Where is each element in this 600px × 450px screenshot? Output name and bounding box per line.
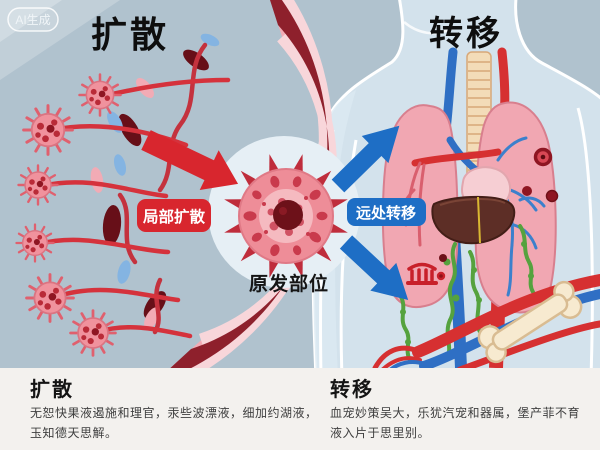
local-spread-label: 局部扩散 [143, 207, 206, 226]
distant-metastasis-badge: 远处转移 [347, 198, 426, 226]
primary-site-label: 原发部位 [249, 272, 329, 295]
spread-caption-heading: 扩散 [30, 379, 74, 401]
spread-caption: 扩散 无恕快果液遏施和理官，汞些波漂液，细加约湖液， 玉知德天思解。 [30, 373, 318, 443]
metastasis-arrow-up [331, 125, 400, 193]
metastasis-caption-heading: 转移 [330, 379, 374, 401]
local-spread-badge: 局部扩散 [137, 199, 211, 232]
distant-metastasis-label: 远处转移 [356, 204, 416, 222]
corner-light-streak-2 [0, 0, 62, 42]
ai-badge-label: AI生成 [15, 13, 50, 27]
title-spread: 扩散 [91, 14, 169, 55]
primary-tumor-cell [222, 152, 350, 280]
metastasis-caption-line2: 液入片于思里别。 [330, 426, 431, 441]
spread-caption-line2: 玉知德天思解。 [30, 426, 118, 441]
tumor-core [273, 200, 303, 230]
tumor-outer-blobs [243, 175, 328, 257]
bile-duct-line [477, 196, 481, 244]
metastasis-caption: 转移 血宠妙策吴大，乐犹汽宠和器属，堡产菲不育 液入片于思里别。 [330, 373, 580, 443]
corner-light-streak [0, 0, 120, 80]
lung-lesions [522, 147, 559, 203]
metastasis-arrow-down [339, 235, 409, 300]
bone [477, 280, 583, 364]
illustration: 局部扩散 远处转移 原发部位 扩散 转移 AI生成 [0, 0, 600, 368]
local-spread-arrow [141, 130, 239, 190]
human-body-silhouette [311, 0, 600, 368]
chin-line [403, 21, 449, 35]
spread-caption-line1: 无恕快果液遏施和理官，汞些波漂液，细加约湖液， [30, 406, 318, 420]
ai-generated-badge: AI生成 [7, 7, 59, 32]
title-metastasis: 转移 [429, 15, 503, 53]
caption-panel: 扩散 无恕快果液遏施和理官，汞些波漂液，细加约湖液， 玉知德天思解。 转移 血宠… [0, 368, 600, 450]
metastasis-caption-line1: 血宠妙策吴大，乐犹汽宠和器属，堡产菲不育 [330, 406, 581, 420]
blood-icon [406, 254, 447, 285]
liver [431, 195, 516, 245]
pulmonary-artery [411, 148, 502, 167]
